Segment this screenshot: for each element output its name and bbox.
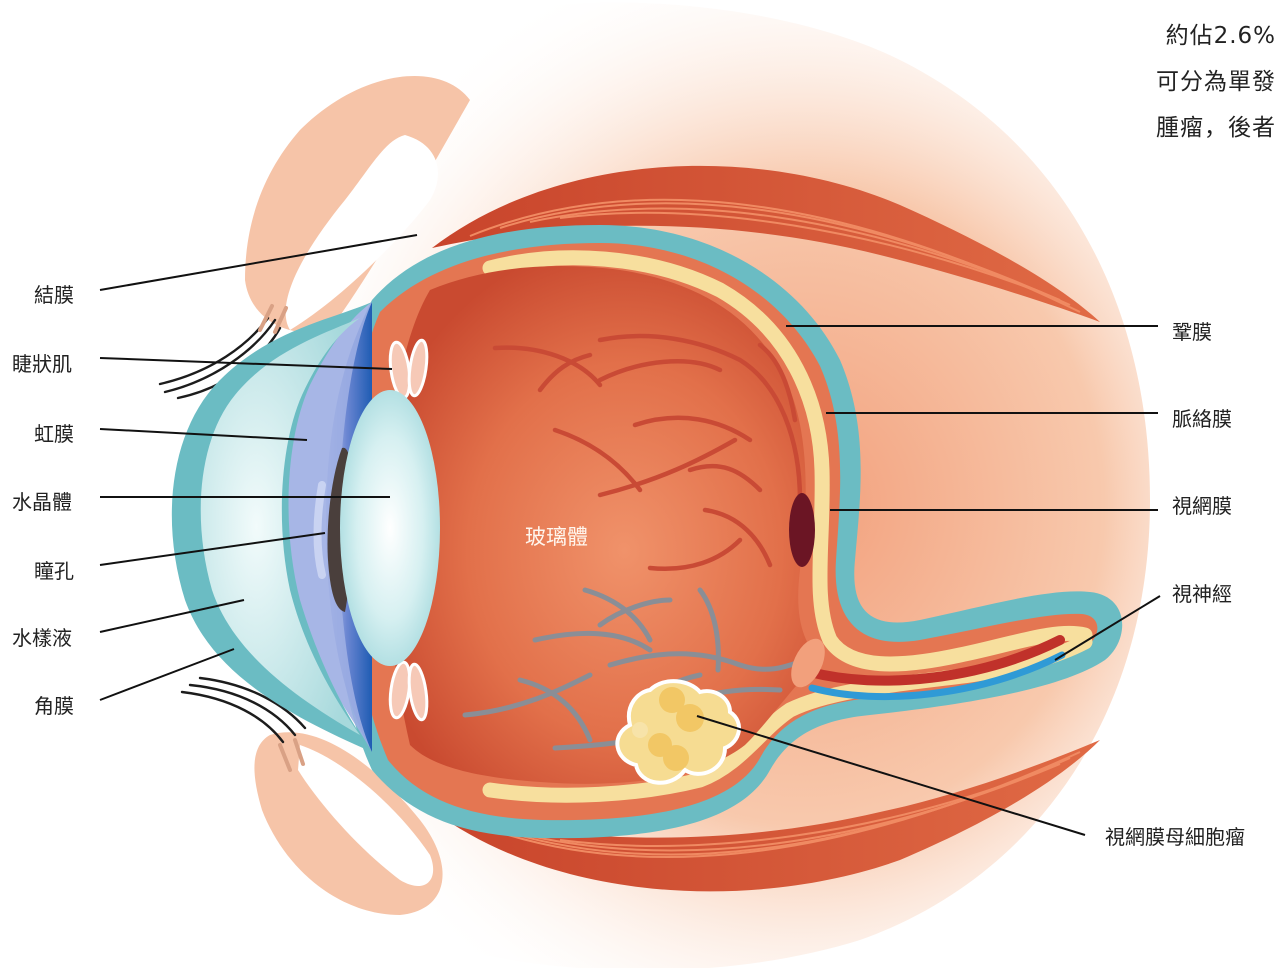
lens-icon [340,390,440,666]
label-lens: 水晶體 [12,486,72,515]
optic-disc-icon [789,493,815,567]
label-iris: 虹膜 [34,418,74,447]
label-sclera: 鞏膜 [1172,316,1212,345]
top-note-line-3: 腫瘤，後者 [1156,108,1276,142]
pupil-highlight [318,485,323,575]
vitreous-body [385,266,820,784]
label-retinoblastoma: 視網膜母細胞瘤 [1105,821,1245,850]
top-note-line-2: 可分為單發 [1156,62,1276,96]
label-retina: 視網膜 [1172,490,1232,519]
label-vitreous-body: 玻璃體 [525,521,588,551]
label-pupil: 瞳孔 [34,555,74,584]
label-optic-nerve: 視神經 [1172,578,1232,607]
label-cornea: 角膜 [34,690,74,719]
leader-cornea [100,649,234,700]
label-aqueous-humor: 水樣液 [12,622,72,651]
top-note-line-1: 約佔2.6% [1166,16,1276,50]
label-conjunctiva: 結膜 [34,279,74,308]
label-choroid: 脈絡膜 [1172,403,1232,432]
label-ciliary-muscle: 睫狀肌 [12,348,72,377]
